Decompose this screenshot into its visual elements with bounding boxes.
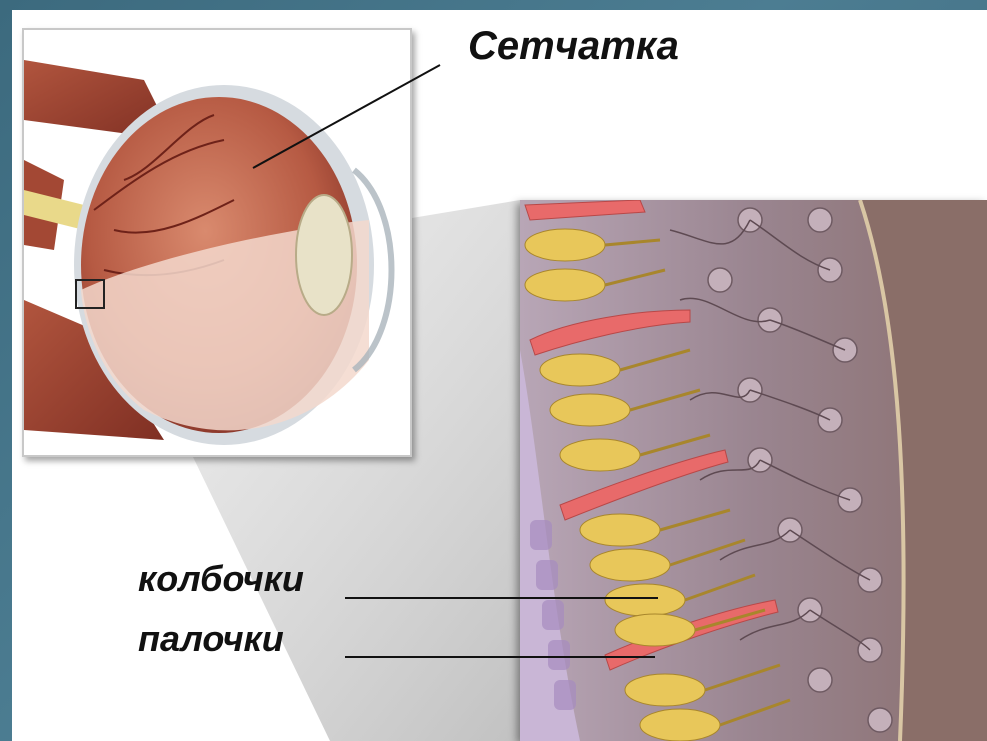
- rods-label: палочки: [138, 618, 284, 660]
- retina-cells-panel: [520, 200, 987, 741]
- eye-icon: [24, 30, 410, 455]
- eye-diagram-panel: [22, 28, 412, 457]
- retina-cells-icon: [520, 200, 987, 741]
- retina-label: Сетчатка: [468, 24, 679, 69]
- cones-label: колбочки: [138, 558, 304, 600]
